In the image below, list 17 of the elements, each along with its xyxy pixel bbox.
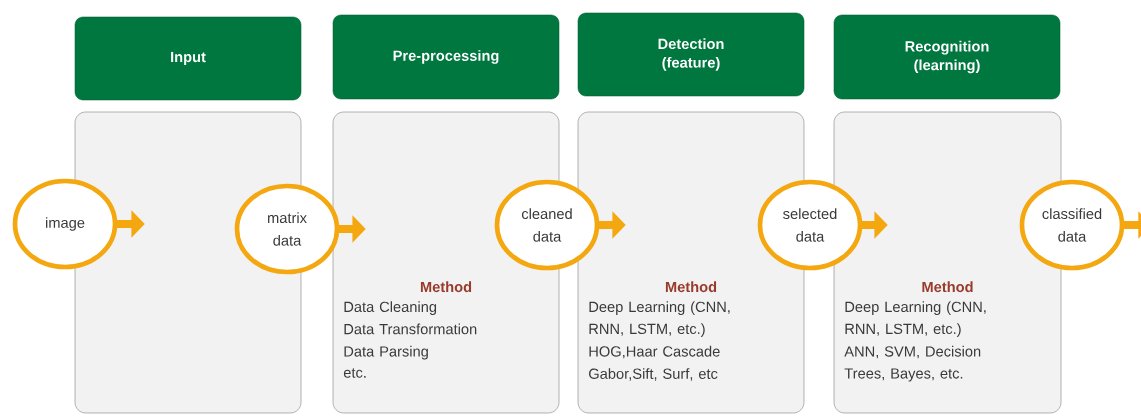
- method-item: Data Parsing: [344, 345, 428, 360]
- method-item: etc.: [343, 368, 366, 378]
- stage-header: Detection (feature): [577, 12, 805, 97]
- method-item: Deep Learning (CNN, RNN, LSTM, etc.): [589, 301, 730, 337]
- method-item: HOG,Haar Cascade: [589, 345, 720, 359]
- method-item: ANN, SVM, Decision Trees, Bayes, etc.: [844, 345, 981, 382]
- stage-header: Recognition (learning): [833, 14, 1061, 100]
- method-item: Data Transformation: [344, 323, 477, 335]
- method-heading: Method: [922, 281, 973, 293]
- stage-header: Input: [74, 16, 302, 101]
- method-heading: Method: [665, 281, 717, 293]
- method-item: Deep Learning (CNN, RNN, LSTM, etc.): [845, 301, 986, 337]
- method-item: Gabor,Sift, Surf, etc: [589, 368, 718, 381]
- node-label: classified data: [1042, 208, 1102, 242]
- method-item: Data Cleaning: [344, 301, 437, 315]
- stage-header: Pre-processing: [332, 14, 560, 100]
- method-heading: Method: [420, 281, 472, 293]
